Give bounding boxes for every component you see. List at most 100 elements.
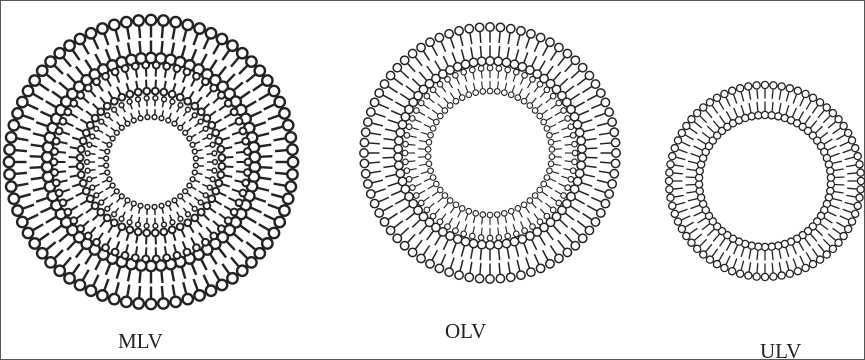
lipid-tail bbox=[512, 85, 514, 92]
lipid-head bbox=[240, 128, 247, 135]
lipid-tail bbox=[173, 83, 175, 91]
lipid-tail bbox=[172, 43, 174, 55]
lipid-tail bbox=[86, 208, 92, 213]
lipid-head bbox=[737, 270, 744, 277]
lipid-head bbox=[410, 185, 416, 191]
lipid-tail bbox=[236, 152, 244, 153]
lipid-tail bbox=[183, 208, 186, 213]
lipid-tail bbox=[106, 263, 111, 274]
lipid-tail bbox=[139, 271, 140, 283]
lipid-tail bbox=[116, 282, 119, 294]
lipid-head bbox=[667, 194, 674, 201]
lipid-tail bbox=[275, 150, 287, 151]
lipid-head bbox=[426, 139, 432, 145]
lipid-tail bbox=[30, 167, 42, 168]
lipid-tail bbox=[528, 82, 532, 88]
lipid-tail bbox=[275, 173, 287, 174]
lipid-tail bbox=[90, 154, 96, 155]
lipid-head bbox=[245, 159, 252, 166]
lipid-head bbox=[135, 228, 142, 235]
lipid-head bbox=[700, 251, 707, 258]
lipid-head bbox=[568, 176, 574, 182]
lipid-head bbox=[816, 256, 823, 263]
lipid-tail bbox=[560, 219, 568, 227]
lipid-tail bbox=[419, 164, 426, 165]
lipid-tail bbox=[268, 205, 280, 209]
lipid-tail bbox=[85, 254, 92, 264]
lipid-tail bbox=[204, 215, 210, 221]
lipid-tail bbox=[546, 203, 551, 208]
lipid-tail bbox=[772, 263, 773, 273]
lipid-head bbox=[174, 65, 181, 72]
lipid-tail bbox=[139, 26, 140, 38]
lipid-head bbox=[37, 66, 47, 76]
lipid-head bbox=[605, 108, 613, 116]
lipid-tail bbox=[524, 52, 528, 63]
lipid-tail bbox=[199, 130, 204, 133]
lipid-tail bbox=[694, 146, 703, 150]
lipid-tail bbox=[442, 214, 446, 220]
lipid-tail bbox=[421, 132, 428, 134]
lipid-head bbox=[152, 204, 157, 209]
lipid-tail bbox=[435, 209, 440, 214]
lipid-head bbox=[706, 99, 713, 106]
lipid-tail bbox=[130, 215, 132, 220]
lipid-tail bbox=[213, 44, 219, 55]
lipid-tail bbox=[239, 65, 248, 74]
lipid-tail bbox=[383, 166, 394, 168]
lipid-tail bbox=[516, 246, 519, 257]
lipid-head bbox=[110, 183, 115, 188]
lipid-tail bbox=[412, 128, 419, 130]
lipid-tail bbox=[115, 112, 118, 117]
lipid-head bbox=[585, 226, 593, 234]
lipid-head bbox=[192, 113, 197, 118]
lipid-head bbox=[170, 99, 175, 104]
lipid-tail bbox=[595, 189, 606, 193]
lipid-head bbox=[90, 185, 95, 190]
lipid-head bbox=[537, 113, 543, 119]
lipid-tail bbox=[172, 269, 174, 281]
lipid-tail bbox=[76, 214, 82, 219]
lipid-head bbox=[102, 244, 109, 251]
lipid-head bbox=[169, 91, 176, 98]
lipid-head bbox=[97, 290, 107, 300]
lipid-head bbox=[550, 207, 556, 213]
lipid-tail bbox=[597, 123, 608, 126]
lipid-tail bbox=[741, 105, 744, 114]
lipid-tail bbox=[201, 54, 207, 65]
lipid-tail bbox=[254, 122, 266, 126]
lipid-tail bbox=[95, 54, 101, 65]
lipid-tail bbox=[552, 132, 559, 134]
lipid-head bbox=[435, 264, 443, 272]
lipid-head bbox=[262, 238, 272, 248]
lipid-head bbox=[403, 141, 409, 147]
lipid-head bbox=[279, 205, 289, 215]
lipid-head bbox=[55, 266, 65, 276]
lipid-tail bbox=[210, 208, 216, 213]
lipid-head bbox=[87, 177, 92, 182]
lipid-tail bbox=[812, 249, 818, 257]
lipid-tail bbox=[423, 51, 429, 60]
lipid-head bbox=[527, 103, 533, 109]
lipid-tail bbox=[419, 225, 426, 234]
lipid-head bbox=[87, 142, 92, 147]
lipid-tail bbox=[689, 128, 697, 134]
lipid-tail bbox=[372, 123, 383, 126]
lipid-tail bbox=[498, 71, 499, 78]
lipid-tail bbox=[578, 111, 588, 115]
lipid-head bbox=[536, 33, 544, 41]
lipid-head bbox=[470, 233, 476, 239]
lipid-head bbox=[396, 169, 404, 177]
lipid-head bbox=[465, 25, 473, 33]
lipid-tail bbox=[524, 243, 528, 254]
lipid-head bbox=[502, 58, 510, 66]
lipid-head bbox=[29, 75, 39, 85]
lipid-tail bbox=[170, 215, 172, 220]
lipid-head bbox=[829, 245, 836, 252]
olv-label: OLV bbox=[445, 319, 486, 343]
lipid-head bbox=[577, 161, 585, 169]
lipid-tail bbox=[139, 208, 140, 213]
lipid-tail bbox=[205, 145, 210, 147]
lipid-head bbox=[242, 138, 249, 145]
lipid-head bbox=[225, 100, 232, 107]
